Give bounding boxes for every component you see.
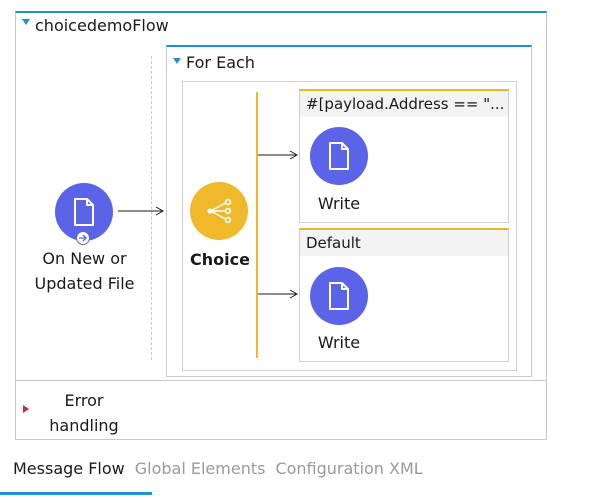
editor-tabs: Message Flow Global Elements Configuration… — [13, 459, 433, 478]
tab-global-elements[interactable]: Global Elements — [134, 459, 266, 478]
route-arrow-1 — [258, 150, 299, 160]
file-icon — [329, 282, 349, 310]
tab-message-flow[interactable]: Message Flow — [13, 459, 125, 478]
file-icon — [74, 198, 94, 226]
source-badge-icon — [76, 231, 90, 245]
source-label-line1: On New or — [42, 249, 127, 268]
error-handling-label[interactable]: Error handling — [36, 388, 132, 438]
error-handling-expand-icon[interactable] — [23, 405, 29, 413]
error-handling-separator — [16, 380, 547, 381]
route-bar — [256, 92, 258, 358]
choice-router[interactable] — [190, 182, 248, 240]
route-when-condition[interactable]: #[payload.Address == "... — [300, 91, 508, 117]
error-handling-line2: handling — [49, 416, 119, 435]
route-arrow-2 — [258, 289, 299, 299]
router-branch-icon — [207, 198, 232, 224]
flow-title: choicedemoFlow — [35, 16, 169, 35]
active-tab-indicator — [0, 492, 152, 495]
error-handling-line1: Error — [64, 391, 104, 410]
foreach-collapse-icon[interactable] — [173, 58, 181, 64]
file-icon — [329, 142, 349, 170]
write-operation-2[interactable] — [310, 267, 368, 325]
source-label-line2: Updated File — [34, 274, 135, 293]
tab-configuration-xml[interactable]: Configuration XML — [275, 459, 423, 478]
choice-label: Choice — [190, 250, 250, 269]
write-operation-1[interactable] — [310, 127, 368, 185]
source-arrow — [118, 206, 165, 216]
write-label-2: Write — [317, 333, 361, 352]
source-label: On New or Updated File — [22, 246, 147, 296]
write-label-1: Write — [317, 194, 361, 213]
foreach-title: For Each — [186, 53, 255, 72]
source-separator — [151, 56, 152, 360]
flow-collapse-icon[interactable] — [22, 19, 30, 25]
route-default-header[interactable]: Default — [300, 230, 508, 256]
